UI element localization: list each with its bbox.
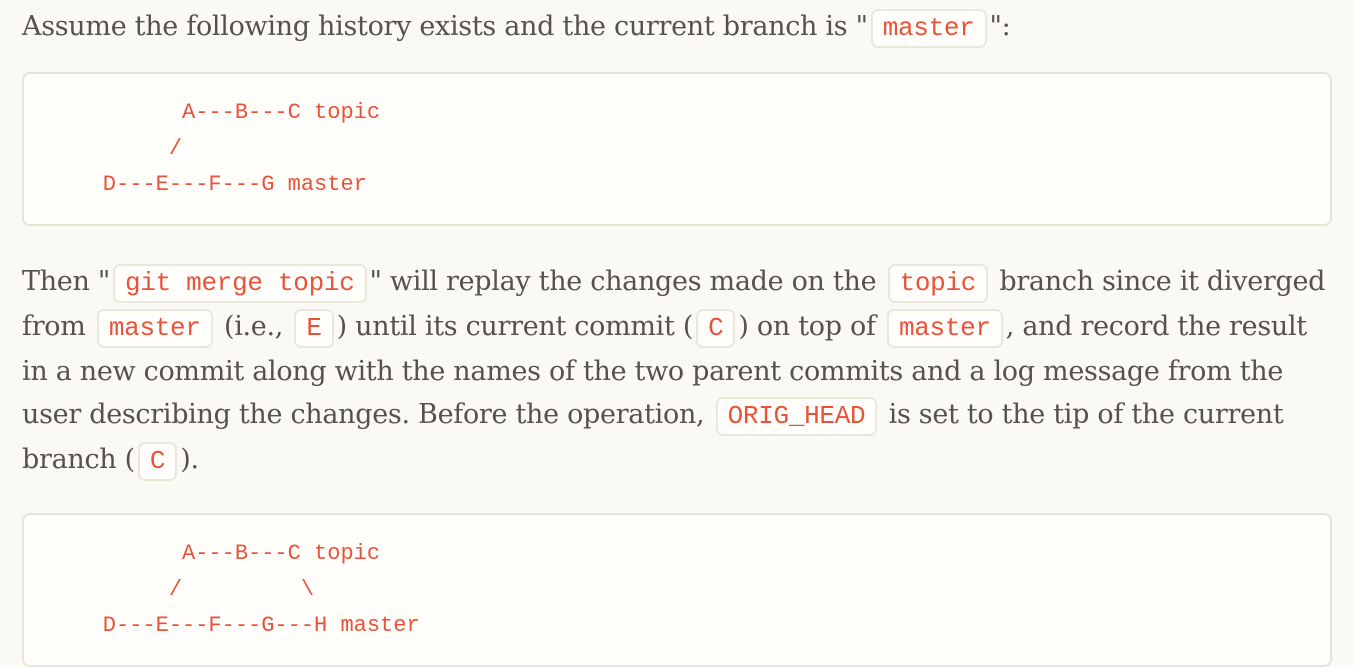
history-diagram-after: A---B---C topic / \ D---E---F---G---H ma… <box>22 513 1332 667</box>
merge-description-paragraph: Then "git merge topic" will replay the c… <box>22 260 1332 483</box>
inline-code: C <box>696 309 736 348</box>
inline-code: topic <box>887 264 989 303</box>
inline-code: git merge topic <box>112 264 367 303</box>
inline-code: E <box>294 309 334 348</box>
inline-code: C <box>137 442 178 481</box>
history-diagram-before: A---B---C topic / D---E---F---G master <box>22 72 1332 226</box>
doc-content: Assume the following history exists and … <box>22 5 1332 667</box>
inline-code: master <box>870 9 987 48</box>
inline-code: ORIG_HEAD <box>715 397 878 436</box>
intro-paragraph: Assume the following history exists and … <box>22 5 1332 50</box>
inline-code: master <box>96 309 213 348</box>
inline-code: master <box>886 309 1003 348</box>
